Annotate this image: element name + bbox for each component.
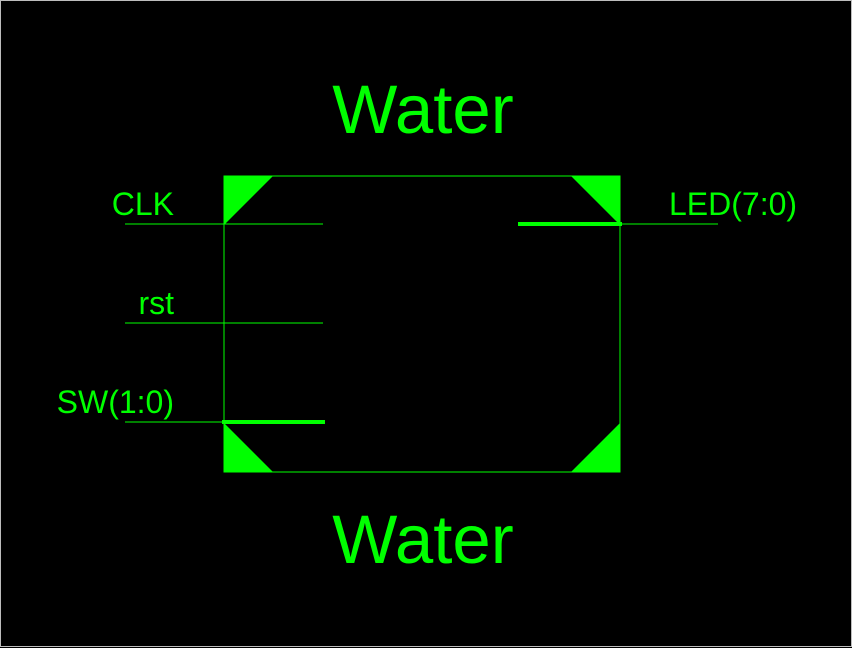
block-body bbox=[223, 175, 621, 473]
pin-rst[interactable]: rst bbox=[125, 285, 323, 324]
symbol-title-bottom: Water bbox=[332, 501, 513, 578]
pin-sw-label: SW(1:0) bbox=[57, 384, 174, 420]
corner-marker-top-left bbox=[224, 176, 273, 225]
pin-clk-label: CLK bbox=[112, 186, 174, 222]
symbol-title-top: Water bbox=[332, 71, 513, 148]
pin-sw-bus[interactable]: SW(1:0) bbox=[57, 384, 325, 424]
pin-led-label: LED(7:0) bbox=[669, 186, 797, 222]
pin-clk[interactable]: CLK bbox=[112, 186, 323, 225]
pin-rst-label: rst bbox=[138, 285, 174, 321]
corner-marker-bottom-right bbox=[571, 423, 620, 472]
pin-led-bus[interactable]: LED(7:0) bbox=[518, 186, 797, 226]
corner-marker-bottom-left bbox=[224, 423, 273, 472]
corner-marker-top-right bbox=[571, 176, 620, 225]
